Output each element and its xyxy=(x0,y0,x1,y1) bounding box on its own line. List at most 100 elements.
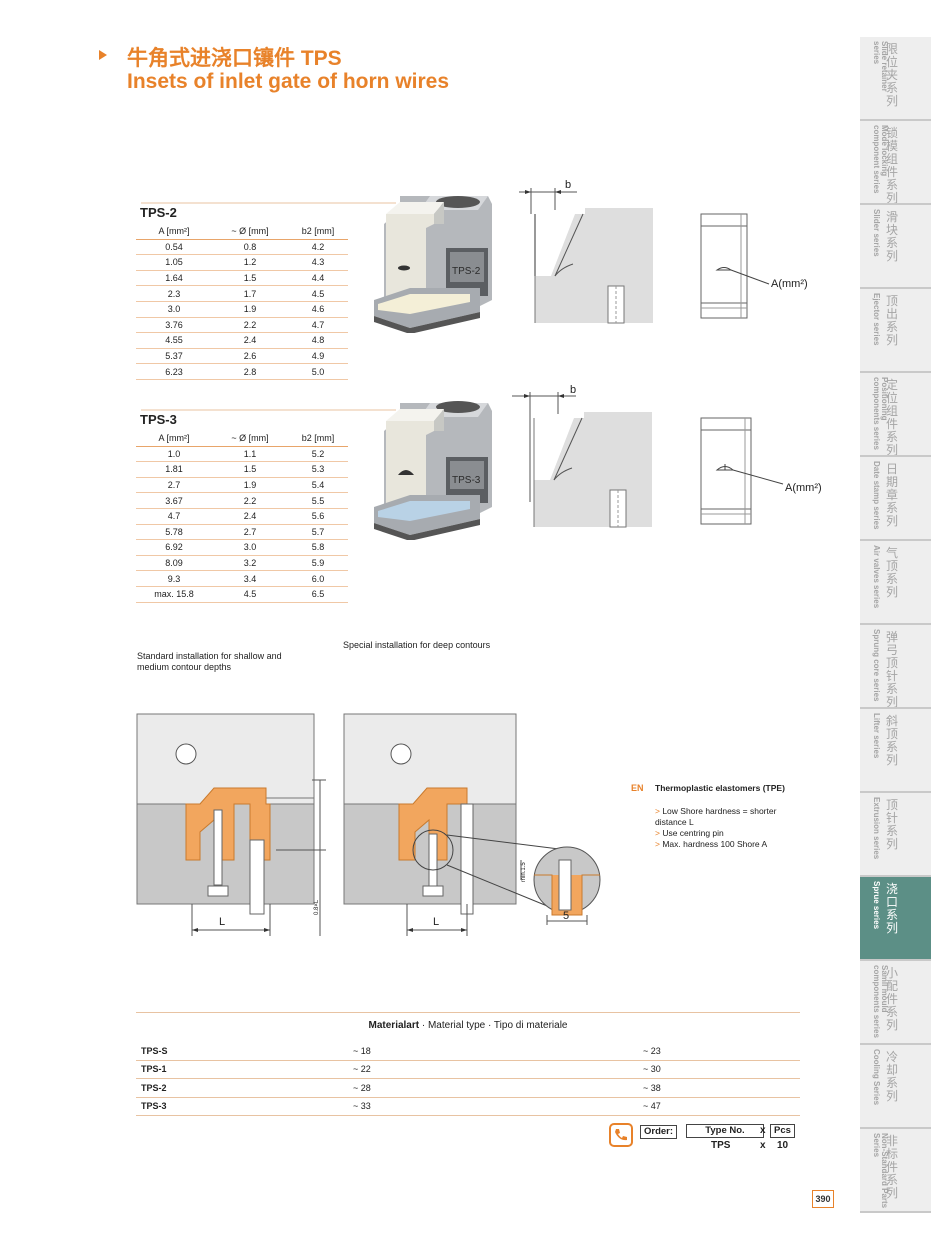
tps2-front-view: A(mm²) xyxy=(700,213,808,319)
tps3-front-view: A(mm²) xyxy=(700,417,822,525)
special-install-caption: Special installation for deep contours xyxy=(343,640,491,650)
sidebar-item-label-en: Slide retainer series xyxy=(872,41,889,92)
standard-dim-08L: 0.8×L xyxy=(314,899,320,915)
order-pcs-value: 10 xyxy=(777,1140,789,1151)
table-cell: 5.5 xyxy=(288,492,348,509)
table-cell: 3.67 xyxy=(136,492,212,509)
table-cell: 6.5 xyxy=(288,586,348,603)
table-cell: 4.7 xyxy=(136,508,212,525)
material-cell: ~ 28 xyxy=(353,1078,643,1098)
table-cell: 6.0 xyxy=(288,570,348,587)
sidebar-item-label-en: Slider series xyxy=(872,209,881,257)
table-cell: 2.2 xyxy=(212,317,288,334)
standard-install-drawing: L 0.8×L xyxy=(136,713,326,936)
material-heading: Materialart · Material type · Tipo di ma… xyxy=(136,1012,800,1042)
sidebar-item[interactable]: Slider series 滑块系列 xyxy=(860,205,931,289)
table-cell: 1.0 xyxy=(136,446,212,463)
material-cell: ~ 18 xyxy=(353,1042,643,1061)
material-row: TPS-3~ 33~ 47 xyxy=(136,1097,800,1116)
material-cell: TPS-3 xyxy=(136,1097,353,1116)
material-row: TPS-S~ 18~ 23 xyxy=(136,1042,800,1061)
sidebar-item-label-en: Lifter series xyxy=(872,713,881,759)
order-x: x xyxy=(760,1125,766,1136)
sidebar-item-label-en: Samll mould components series xyxy=(872,965,889,1038)
table-cell: 1.9 xyxy=(212,477,288,494)
table-cell: 5.3 xyxy=(288,461,348,478)
page-title-en: Insets of inlet gate of horn wires xyxy=(127,70,450,93)
material-cell: TPS-2 xyxy=(136,1078,353,1098)
table-cell: 4.7 xyxy=(288,317,348,334)
order-pcs-label: Pcs xyxy=(770,1124,795,1138)
sidebar-item-label-en: Ejector series xyxy=(872,293,881,346)
tps3-dim-a: A(mm²) xyxy=(785,482,822,494)
table-cell: 3.0 xyxy=(136,301,212,318)
sidebar-item-label-cn: 弹弓顶针系列 xyxy=(886,630,899,709)
sidebar-item-label-en: Cooling Series xyxy=(872,1049,881,1106)
sidebar-item-label-en: Positioning components series xyxy=(872,377,889,450)
table-cell: 4.4 xyxy=(288,270,348,287)
notes-item: > Low Shore hardness = shorter distance … xyxy=(655,806,777,827)
sidebar-item-label-cn: 顶针系列 xyxy=(886,798,899,851)
table-cell: 2.4 xyxy=(212,508,288,525)
order-x-value: x xyxy=(760,1140,766,1151)
material-cell: TPS-1 xyxy=(136,1060,353,1079)
sidebar-item-label-cn: 小配件系列 xyxy=(886,966,899,1032)
table-cell: 1.5 xyxy=(212,461,288,478)
tps2-block-illustration: TPS-2 xyxy=(374,196,492,333)
table-cell: 1.7 xyxy=(212,285,288,302)
table-cell: 1.81 xyxy=(136,461,212,478)
sidebar-item-label-en: Date stamp series xyxy=(872,461,881,530)
material-heading-bold: Materialart xyxy=(368,1020,420,1031)
tps3-block-illustration: TPS-3 xyxy=(374,401,492,540)
table-cell: 2.7 xyxy=(212,524,288,541)
tps2-header-a: A [mm²] xyxy=(136,224,212,240)
table-cell: 6.23 xyxy=(136,363,212,380)
table-cell: 5.0 xyxy=(288,363,348,380)
sidebar-item-label-cn: 滑块系列 xyxy=(886,210,899,263)
table-cell: max. 15.8 xyxy=(136,586,212,603)
sidebar-item-label-cn: 浇口系列 xyxy=(886,882,899,935)
table-cell: 4.3 xyxy=(288,254,348,271)
table-cell: 4.6 xyxy=(288,301,348,318)
table-cell: 5.6 xyxy=(288,508,348,525)
special-dim-5: 5 xyxy=(563,910,569,922)
sidebar-item-label-cn: 定位组件系列 xyxy=(886,378,899,457)
table-cell: 2.2 xyxy=(212,492,288,509)
notes-item: > Use centring pin xyxy=(655,828,724,838)
table-cell: 3.4 xyxy=(212,570,288,587)
tps2-header-b2: b2 [mm] xyxy=(288,224,348,240)
table-cell: 1.05 xyxy=(136,254,212,271)
sidebar-item[interactable]: Cooling Series 冷却系列 xyxy=(860,1045,931,1129)
tps2-block-label: TPS-2 xyxy=(452,266,481,277)
material-row: TPS-1~ 22~ 30 xyxy=(136,1060,800,1079)
sidebar-item-label-cn: 冷却系列 xyxy=(886,1050,899,1103)
sidebar-item-label-cn: 限位夹系列 xyxy=(886,42,899,108)
material-heading-rest: · Material type · Tipo di materiale xyxy=(419,1020,568,1031)
